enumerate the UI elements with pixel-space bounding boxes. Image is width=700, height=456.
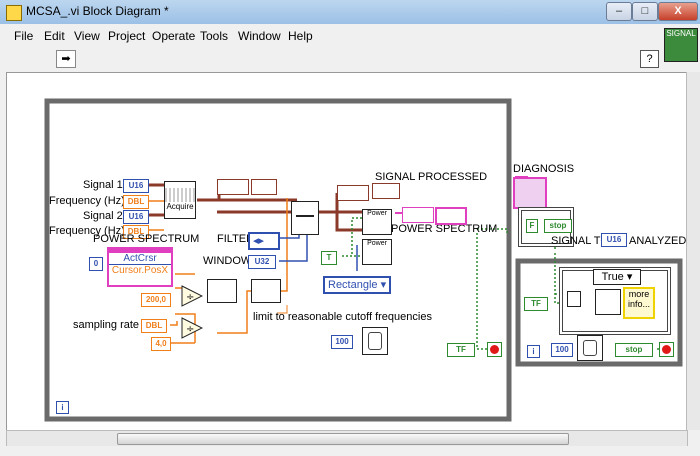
- acquire-subvi[interactable]: Acquire: [164, 181, 196, 219]
- maximize-button[interactable]: □: [632, 2, 658, 21]
- main-while-loop[interactable]: [44, 98, 512, 422]
- limit-note-wire: [277, 305, 288, 314]
- loop-iteration-terminal-1: i: [56, 401, 69, 414]
- act-crsr-property[interactable]: ActCrsr: [109, 253, 171, 265]
- window-terminal[interactable]: U32: [248, 255, 276, 269]
- menu-bar: File Edit View Project Operate Tools Win…: [0, 26, 655, 46]
- processed-merge-node[interactable]: [337, 185, 369, 201]
- filter-label: FILTER: [217, 233, 255, 245]
- vi-icon-label: SIGNAL: [666, 29, 696, 38]
- minimize-button[interactable]: –: [606, 2, 632, 21]
- waveform-display-node-1[interactable]: [251, 179, 277, 195]
- false-constant[interactable]: F: [526, 219, 538, 233]
- vertical-scrollbar[interactable]: [686, 72, 700, 430]
- sampling-rate-terminal[interactable]: DBL: [141, 319, 167, 333]
- diagnosis-label: DIAGNOSIS: [513, 163, 575, 175]
- metronome-icon: [368, 332, 382, 350]
- svg-text:÷: ÷: [186, 292, 194, 303]
- signal-merge-node[interactable]: [217, 179, 249, 195]
- menu-file[interactable]: File: [14, 29, 34, 43]
- window-label: WINDOW: [203, 255, 252, 267]
- wait-ms-node-1[interactable]: [362, 327, 388, 355]
- stop-boolean-control-1[interactable]: TF: [447, 343, 475, 357]
- waveform-icon: [165, 188, 195, 202]
- filter-icon: [296, 205, 314, 217]
- window-title: MCSA_.vi Block Diagram *: [26, 4, 169, 18]
- menu-window[interactable]: Window: [238, 29, 281, 43]
- status-bar: [0, 446, 700, 456]
- menu-edit[interactable]: Edit: [44, 29, 65, 43]
- power-spectrum-mid-label: POWER SPECTRUM: [391, 223, 498, 235]
- freq2-terminal[interactable]: DBL: [123, 225, 149, 239]
- horizontal-scrollbar[interactable]: [6, 430, 688, 447]
- menu-operate[interactable]: Operate: [152, 29, 196, 43]
- local-stop-variable[interactable]: stop: [544, 219, 572, 233]
- signal-analyzed-terminal[interactable]: U16: [601, 233, 627, 247]
- stop-control-2[interactable]: stop: [615, 343, 653, 357]
- freq2-label: Frequency (Hz): [49, 225, 125, 237]
- wait-constant-2[interactable]: 100: [551, 343, 573, 357]
- close-button[interactable]: X: [658, 2, 698, 21]
- case-selector-boolean[interactable]: TF: [524, 297, 548, 311]
- diagnosis-while-loop[interactable]: [515, 258, 683, 367]
- context-help-button[interactable]: ?: [640, 50, 659, 68]
- signal2-label: Signal 2: [83, 210, 123, 222]
- svg-text:÷: ÷: [186, 324, 194, 335]
- limit-note-label: limit to reasonable cutoff frequencies: [253, 311, 432, 323]
- case-structure[interactable]: True ▾ more info...: [559, 267, 671, 335]
- freq1-terminal[interactable]: DBL: [123, 195, 149, 209]
- wait-ms-node-2[interactable]: [577, 335, 603, 361]
- vi-icon[interactable]: SIGNAL: [664, 28, 698, 62]
- divide-node-2[interactable]: ÷: [181, 317, 203, 339]
- metronome-icon-2: [583, 340, 597, 356]
- more-info-string-constant[interactable]: more info...: [623, 287, 655, 319]
- cursor-posx-property[interactable]: Cursor.PosX: [111, 265, 169, 276]
- menu-tools[interactable]: Tools: [200, 29, 229, 43]
- boolean-constant[interactable]: T: [321, 251, 337, 265]
- signal1-terminal[interactable]: U16: [123, 179, 149, 193]
- signal1-label: Signal 1: [83, 179, 123, 191]
- min-max-node-1[interactable]: [207, 279, 237, 303]
- c4-constant[interactable]: 4,0: [151, 337, 171, 351]
- labview-app-icon: [6, 5, 22, 21]
- loop-iteration-terminal-2: i: [527, 345, 540, 358]
- diagnosis-sequence-frame[interactable]: F stop: [518, 207, 574, 247]
- power-spectrum-subvi-1[interactable]: Power: [362, 209, 392, 235]
- stop-button-1[interactable]: [487, 342, 502, 357]
- menu-project[interactable]: Project: [108, 29, 146, 43]
- message-node[interactable]: [595, 289, 621, 315]
- spectrum-bundle-node[interactable]: [402, 207, 434, 223]
- open-doc-node[interactable]: [567, 291, 581, 307]
- min-max-node-2[interactable]: [251, 279, 281, 303]
- c200-constant[interactable]: 200,0: [141, 293, 171, 307]
- signal-processed-indicator[interactable]: [372, 183, 400, 199]
- power-spectrum-indicator[interactable]: [435, 207, 467, 225]
- divide-node-1[interactable]: ÷: [181, 285, 203, 307]
- menu-view[interactable]: View: [74, 29, 100, 43]
- power-spectrum-property-node[interactable]: ActCrsr Cursor.PosX: [107, 247, 173, 287]
- signal-processed-label: SIGNAL PROCESSED: [375, 171, 488, 183]
- title-bar[interactable]: MCSA_.vi Block Diagram * – □ X: [0, 0, 700, 24]
- filter-enum[interactable]: ◂▸: [248, 232, 280, 250]
- case-selector[interactable]: True ▾: [593, 269, 641, 285]
- diagnosis-string-indicator[interactable]: [513, 177, 547, 209]
- power-spectrum-subvi-2[interactable]: Power: [362, 239, 392, 265]
- window-type-enum[interactable]: Rectangle ▾: [323, 276, 392, 294]
- menu-help[interactable]: Help: [288, 29, 313, 43]
- filter-subvi[interactable]: [291, 201, 319, 235]
- cursor-index-constant[interactable]: 0: [89, 257, 103, 271]
- power-spectrum-left-label: POWER SPECTRUM: [93, 233, 200, 245]
- property-node-header: [109, 249, 171, 253]
- block-diagram-canvas[interactable]: Signal 1 U16 Frequency (Hz) DBL Signal 2…: [6, 72, 688, 432]
- sampling-rate-label: sampling rate: [73, 319, 140, 331]
- freq1-label: Frequency (Hz): [49, 195, 125, 207]
- acquire-label: Acquire: [166, 202, 194, 211]
- stop-button-2[interactable]: [659, 342, 674, 357]
- toolbar: [0, 48, 660, 70]
- signal2-terminal[interactable]: U16: [123, 210, 149, 224]
- run-arrow-icon[interactable]: ➡: [56, 50, 76, 68]
- wait-constant-1[interactable]: 100: [331, 335, 353, 349]
- horizontal-scroll-thumb[interactable]: [117, 433, 569, 445]
